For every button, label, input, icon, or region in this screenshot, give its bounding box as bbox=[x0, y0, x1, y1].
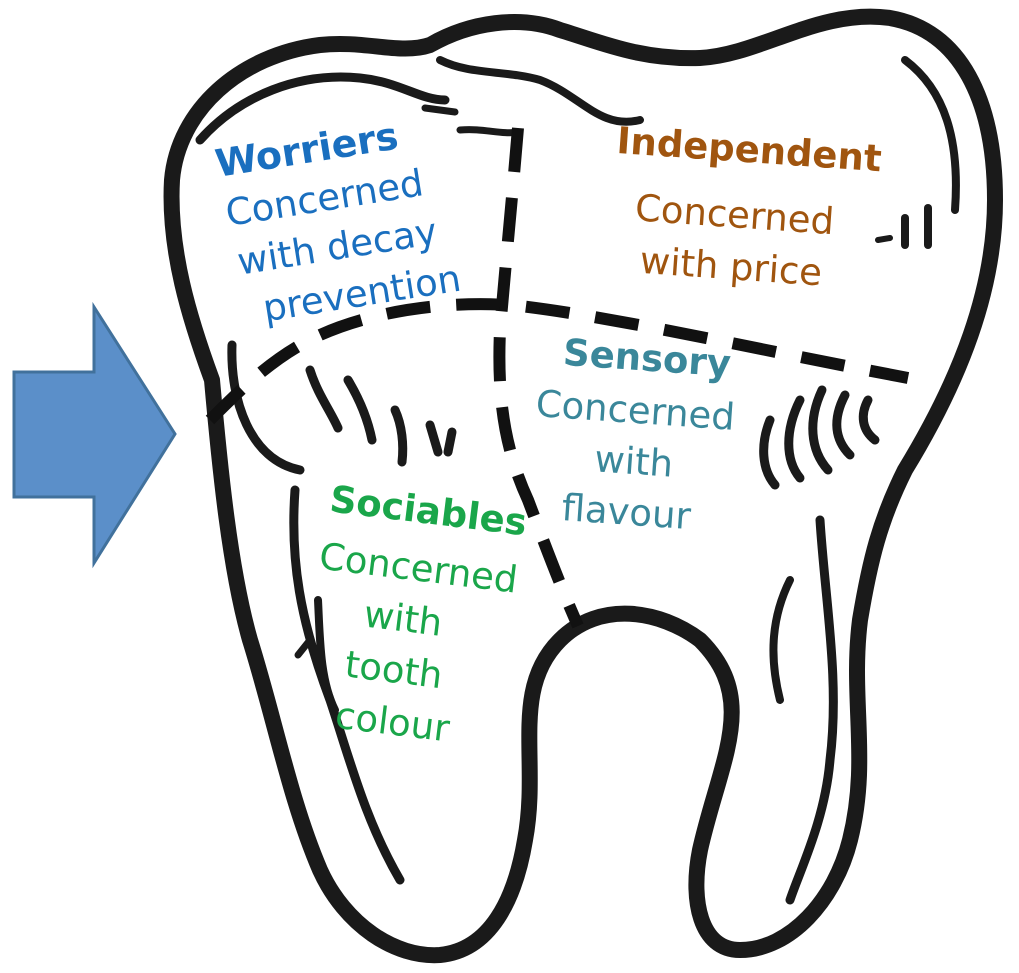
sensory-line-3: flavour bbox=[560, 486, 693, 538]
sociables-line-3: tooth bbox=[343, 643, 445, 698]
segment-sensory: Sensory Concerned with flavour bbox=[527, 329, 740, 540]
divider-vertical bbox=[499, 128, 578, 626]
independent-title: Independent bbox=[615, 119, 883, 180]
sociables-line-1: Concerned bbox=[317, 535, 520, 602]
sensory-line-2: with bbox=[593, 437, 674, 485]
right-arrow-icon bbox=[14, 307, 175, 563]
independent-line-1: Concerned bbox=[634, 186, 836, 243]
sociables-line-4: colour bbox=[333, 694, 453, 751]
independent-line-2: with price bbox=[639, 239, 824, 295]
sociables-title: Sociables bbox=[328, 478, 530, 545]
segment-independent: Independent Concerned with price bbox=[607, 119, 883, 298]
segment-worriers: Worriers Concerned with decay prevention bbox=[212, 107, 464, 334]
sensory-line-1: Concerned bbox=[534, 382, 736, 439]
sociables-line-2: with bbox=[362, 593, 445, 645]
